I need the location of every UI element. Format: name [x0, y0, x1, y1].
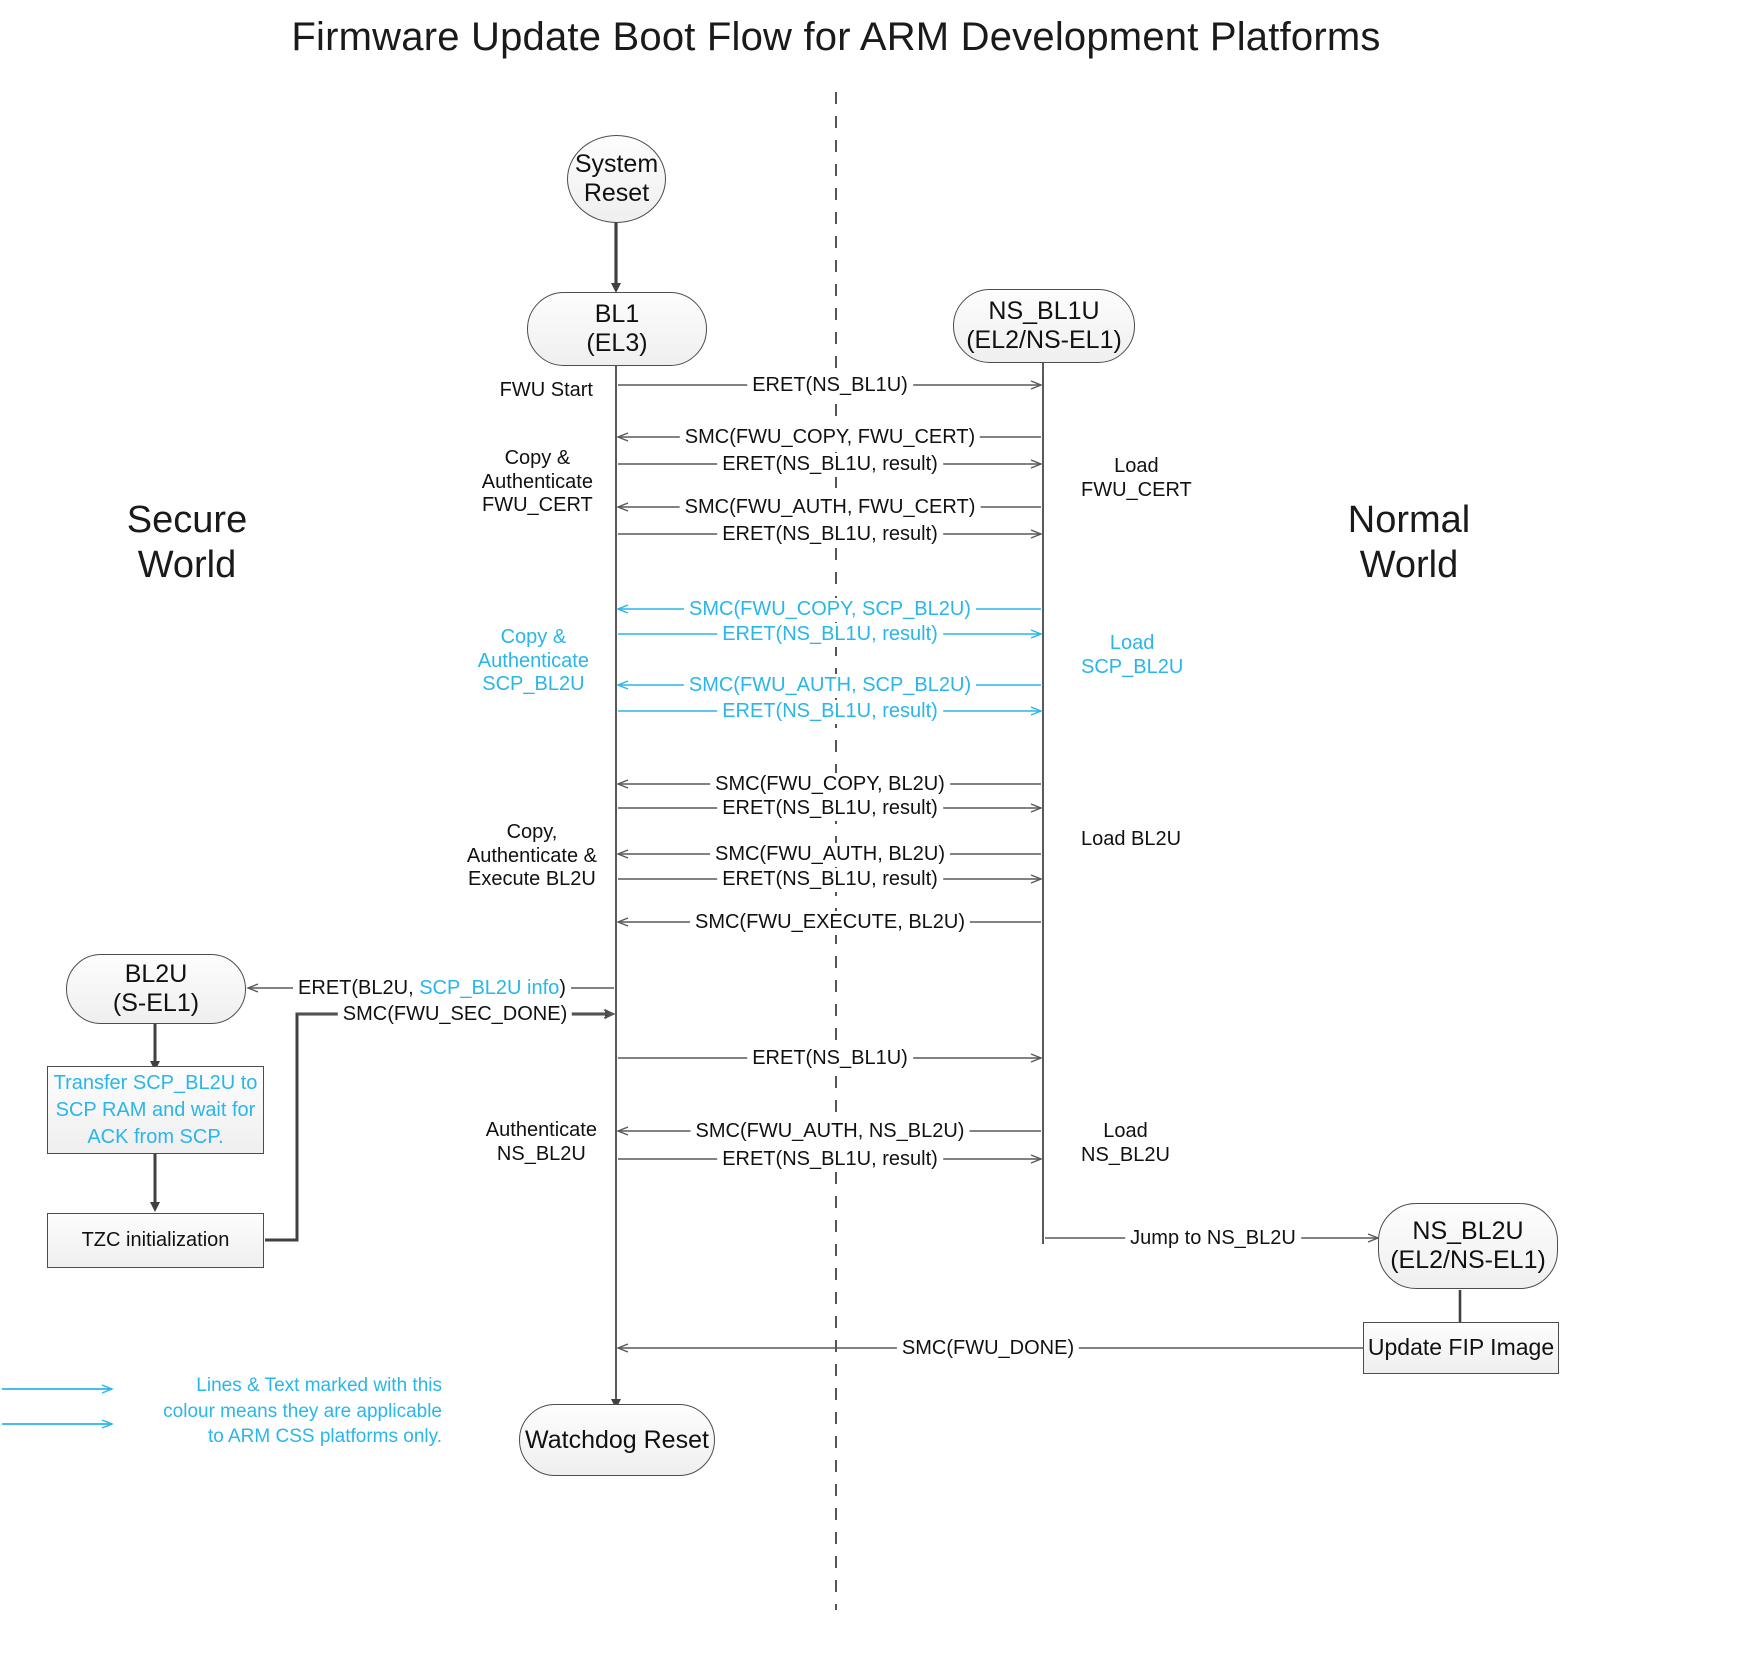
note-copy-auth-fwu-cert: Copy & Authenticate FWU_CERT [481, 447, 593, 517]
node-bl2u-label: BL2U (S-EL1) [112, 960, 200, 1017]
msg-label-m13: ERET(NS_BL1U, result) [717, 868, 943, 892]
page-title: Firmware Update Boot Flow for ARM Develo… [291, 15, 1381, 59]
node-transfer-scp-bl2u-label: Transfer SCP_BL2U to SCP RAM and wait fo… [53, 1071, 258, 1148]
node-ns-bl2u-label: NS_BL2U (EL2/NS-EL1) [1390, 1217, 1546, 1274]
note-load-scp-bl2u: Load SCP_BL2U [1081, 632, 1184, 678]
note-load-bl2u: Load BL2U [1081, 828, 1182, 850]
node-ns-bl1u[interactable]: NS_BL1U (EL2/NS-EL1) [953, 289, 1135, 363]
msg-label-m9: ERET(NS_BL1U, result) [717, 700, 943, 724]
node-tzc-initialization[interactable]: TZC initialization [47, 1213, 264, 1268]
node-ns-bl2u[interactable]: NS_BL2U (EL2/NS-EL1) [1378, 1203, 1558, 1289]
msg-label-m17: SMC(FWU_AUTH, NS_BL2U) [690, 1120, 970, 1144]
note-load-ns-bl2u: Load NS_BL2U [1081, 1120, 1170, 1166]
node-tzc-initialization-label: TZC initialization [81, 1229, 230, 1251]
note-authenticate-ns-bl2u: Authenticate NS_BL2U [485, 1119, 597, 1165]
node-bl1-label: BL1 (EL3) [586, 300, 648, 357]
secure-world-label: Secure World [126, 499, 248, 586]
node-system-reset[interactable]: System Reset [567, 135, 666, 223]
legend-text: Lines & Text marked with this colour mea… [163, 1375, 442, 1448]
note-load-fwu-cert: Load FWU_CERT [1081, 455, 1192, 501]
eret-bl2u-suffix: ) [559, 977, 566, 999]
msg-label-m2: SMC(FWU_COPY, FWU_CERT) [679, 426, 981, 450]
note-copy-auth-scp-bl2u: Copy & Authenticate SCP_BL2U [477, 626, 589, 696]
msg-label-m14: SMC(FWU_EXECUTE, BL2U) [689, 911, 971, 935]
node-update-fip-image-label: Update FIP Image [1367, 1334, 1555, 1361]
msg-label-m8: SMC(FWU_AUTH, SCP_BL2U) [683, 674, 977, 698]
msg-label-m7: ERET(NS_BL1U, result) [717, 623, 943, 647]
node-ns-bl1u-label: NS_BL1U (EL2/NS-EL1) [966, 297, 1122, 354]
node-watchdog-reset-label: Watchdog Reset [525, 1425, 709, 1454]
msg-label-m10: SMC(FWU_COPY, BL2U) [710, 773, 950, 797]
msg-label-m20: SMC(FWU_DONE) [896, 1337, 1080, 1361]
node-bl2u[interactable]: BL2U (S-EL1) [66, 954, 246, 1024]
normal-world-label: Normal World [1347, 499, 1471, 586]
msg-label-m16: ERET(NS_BL1U) [747, 1047, 913, 1071]
msg-label-m11: ERET(NS_BL1U, result) [717, 797, 943, 821]
msg-label-m15: SMC(FWU_SEC_DONE) [337, 1003, 573, 1027]
eret-bl2u-prefix: ERET(BL2U, [298, 977, 420, 999]
note-copy-auth-exec-bl2u: Copy, Authenticate & Execute BL2U [466, 821, 597, 891]
note-fwu-start: FWU Start [499, 379, 593, 401]
msg-label-m3: ERET(NS_BL1U, result) [717, 453, 943, 477]
msg-label-eret-bl2u-info: ERET(BL2U, SCP_BL2U info) [293, 977, 571, 1001]
node-update-fip-image[interactable]: Update FIP Image [1363, 1322, 1559, 1374]
msg-label-m6: SMC(FWU_COPY, SCP_BL2U) [684, 598, 976, 622]
msg-label-m4: SMC(FWU_AUTH, FWU_CERT) [679, 496, 981, 520]
msg-label-m12: SMC(FWU_AUTH, BL2U) [709, 843, 951, 867]
node-transfer-scp-bl2u[interactable]: Transfer SCP_BL2U to SCP RAM and wait fo… [47, 1066, 264, 1154]
msg-label-m1: ERET(NS_BL1U) [747, 374, 913, 398]
msg-label-m19: Jump to NS_BL2U [1125, 1227, 1301, 1251]
node-system-reset-label: System Reset [574, 150, 659, 207]
node-watchdog-reset[interactable]: Watchdog Reset [519, 1404, 715, 1476]
msg-label-m18: ERET(NS_BL1U, result) [717, 1148, 943, 1172]
eret-bl2u-css-part: SCP_BL2U info [419, 977, 560, 999]
msg-label-m5: ERET(NS_BL1U, result) [717, 523, 943, 547]
node-bl1[interactable]: BL1 (EL3) [527, 292, 707, 366]
